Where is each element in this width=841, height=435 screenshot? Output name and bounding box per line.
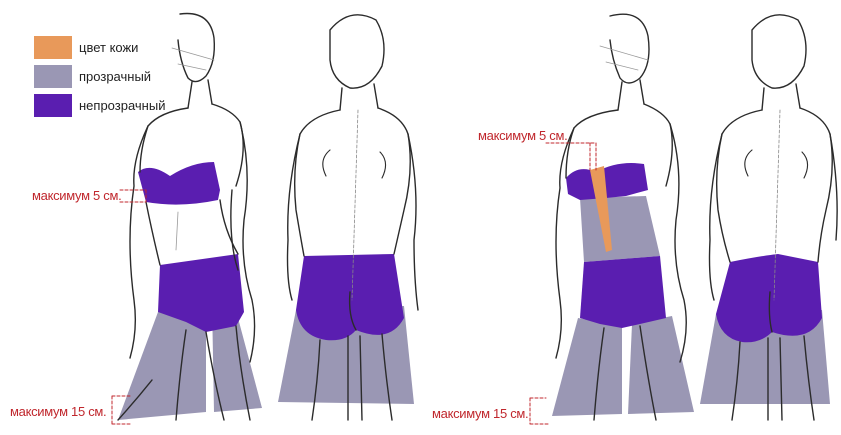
opaque-bra <box>138 162 220 205</box>
figure-front-one-piece <box>552 14 694 420</box>
torso-outline <box>717 108 833 262</box>
legend-label-skin: цвет кожи <box>79 40 138 55</box>
legend-item-opaque: непрозрачный <box>34 93 165 118</box>
legend-label-opaque: непрозрачный <box>79 98 165 113</box>
opaque-bodysuit-lower <box>580 256 666 328</box>
transparent-skirt-panel <box>628 316 694 414</box>
head-outline <box>610 14 649 83</box>
legend-item-transparent: прозрачный <box>34 64 165 89</box>
measure-bracket-right-chest <box>546 143 596 170</box>
legend-item-skin: цвет кожи <box>34 35 165 60</box>
arm-outline <box>130 126 148 358</box>
transparent-body-panel <box>580 196 660 262</box>
head-outline <box>178 14 214 82</box>
neck-outline <box>188 80 212 108</box>
figure-back-one-piece <box>700 15 837 420</box>
neck-outline <box>618 80 644 110</box>
torso-outline <box>295 108 411 256</box>
legend-swatch-opaque <box>34 94 72 117</box>
annotation-right-chest: максимум 5 см. <box>478 128 567 143</box>
legend: цвет кожи прозрачный непрозрачный <box>34 35 165 122</box>
annotation-left-chest: максимум 5 см. <box>32 188 121 203</box>
legend-label-transparent: прозрачный <box>79 69 151 84</box>
transparent-skirt-panel <box>552 318 622 416</box>
figure-back-two-piece <box>278 15 418 420</box>
annotation-right-hem: максимум 15 см. <box>432 406 528 421</box>
legend-swatch-transparent <box>34 65 72 88</box>
measure-bracket-right-hem <box>530 398 548 424</box>
head-outline <box>330 15 384 88</box>
annotation-left-hem: максимум 15 см. <box>10 404 106 419</box>
head-outline <box>752 15 806 88</box>
legend-swatch-skin <box>34 36 72 59</box>
opaque-bra <box>566 163 648 200</box>
arm-outline <box>556 128 574 358</box>
